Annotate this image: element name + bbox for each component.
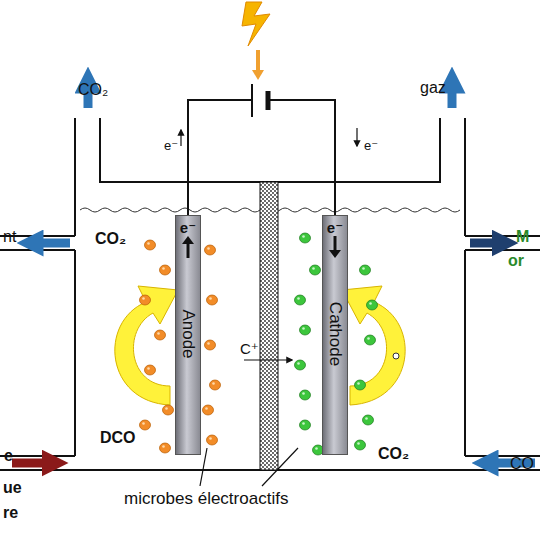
- lightning-symbol: [242, 2, 270, 46]
- annotation-label: e: [4, 448, 13, 464]
- power-arrow: [256, 50, 260, 72]
- power-arrow: [252, 70, 264, 80]
- electron-label: e⁻: [180, 220, 196, 235]
- electrode-name: Cathode: [325, 302, 345, 366]
- electrode-name: Anode: [178, 309, 198, 358]
- electron-arrow: [181, 235, 195, 259]
- annotation-label: re: [3, 505, 18, 521]
- annotation-label: nt: [3, 229, 16, 245]
- circulation-arrows: [115, 286, 405, 405]
- annotation-label: C⁺: [240, 341, 259, 356]
- annotation-label: e⁻: [164, 139, 178, 152]
- annotation-label: M: [516, 229, 529, 245]
- small-circle: [393, 353, 399, 359]
- annotation-label: or: [508, 253, 524, 269]
- annotation-label: DCO: [100, 430, 136, 446]
- battery-plate: [251, 84, 253, 117]
- electron-arrows: [181, 128, 357, 486]
- annotation-label: CO₂: [95, 231, 126, 247]
- annotation-label: CO₂: [78, 82, 108, 98]
- annotation-label: CO: [510, 456, 534, 472]
- electrode: e⁻ Cathode: [322, 215, 348, 455]
- electrode: e⁻ Anode: [175, 215, 201, 455]
- annotation-label: ue: [3, 480, 22, 496]
- circuit-wire: [188, 100, 335, 215]
- wire-gap: [253, 94, 267, 106]
- annotation-label: e⁻: [364, 139, 378, 152]
- vessel: [0, 118, 540, 470]
- annotation-label: CO₂: [378, 446, 409, 462]
- flow-arrows: [12, 80, 535, 463]
- annotation-label: microbes électroactifs: [124, 490, 288, 507]
- electron-arrow: [328, 235, 342, 259]
- battery-plate: [266, 91, 271, 110]
- electron-label: e⁻: [327, 220, 343, 235]
- annotation-label: gaz: [420, 80, 446, 96]
- membrane: [260, 182, 278, 470]
